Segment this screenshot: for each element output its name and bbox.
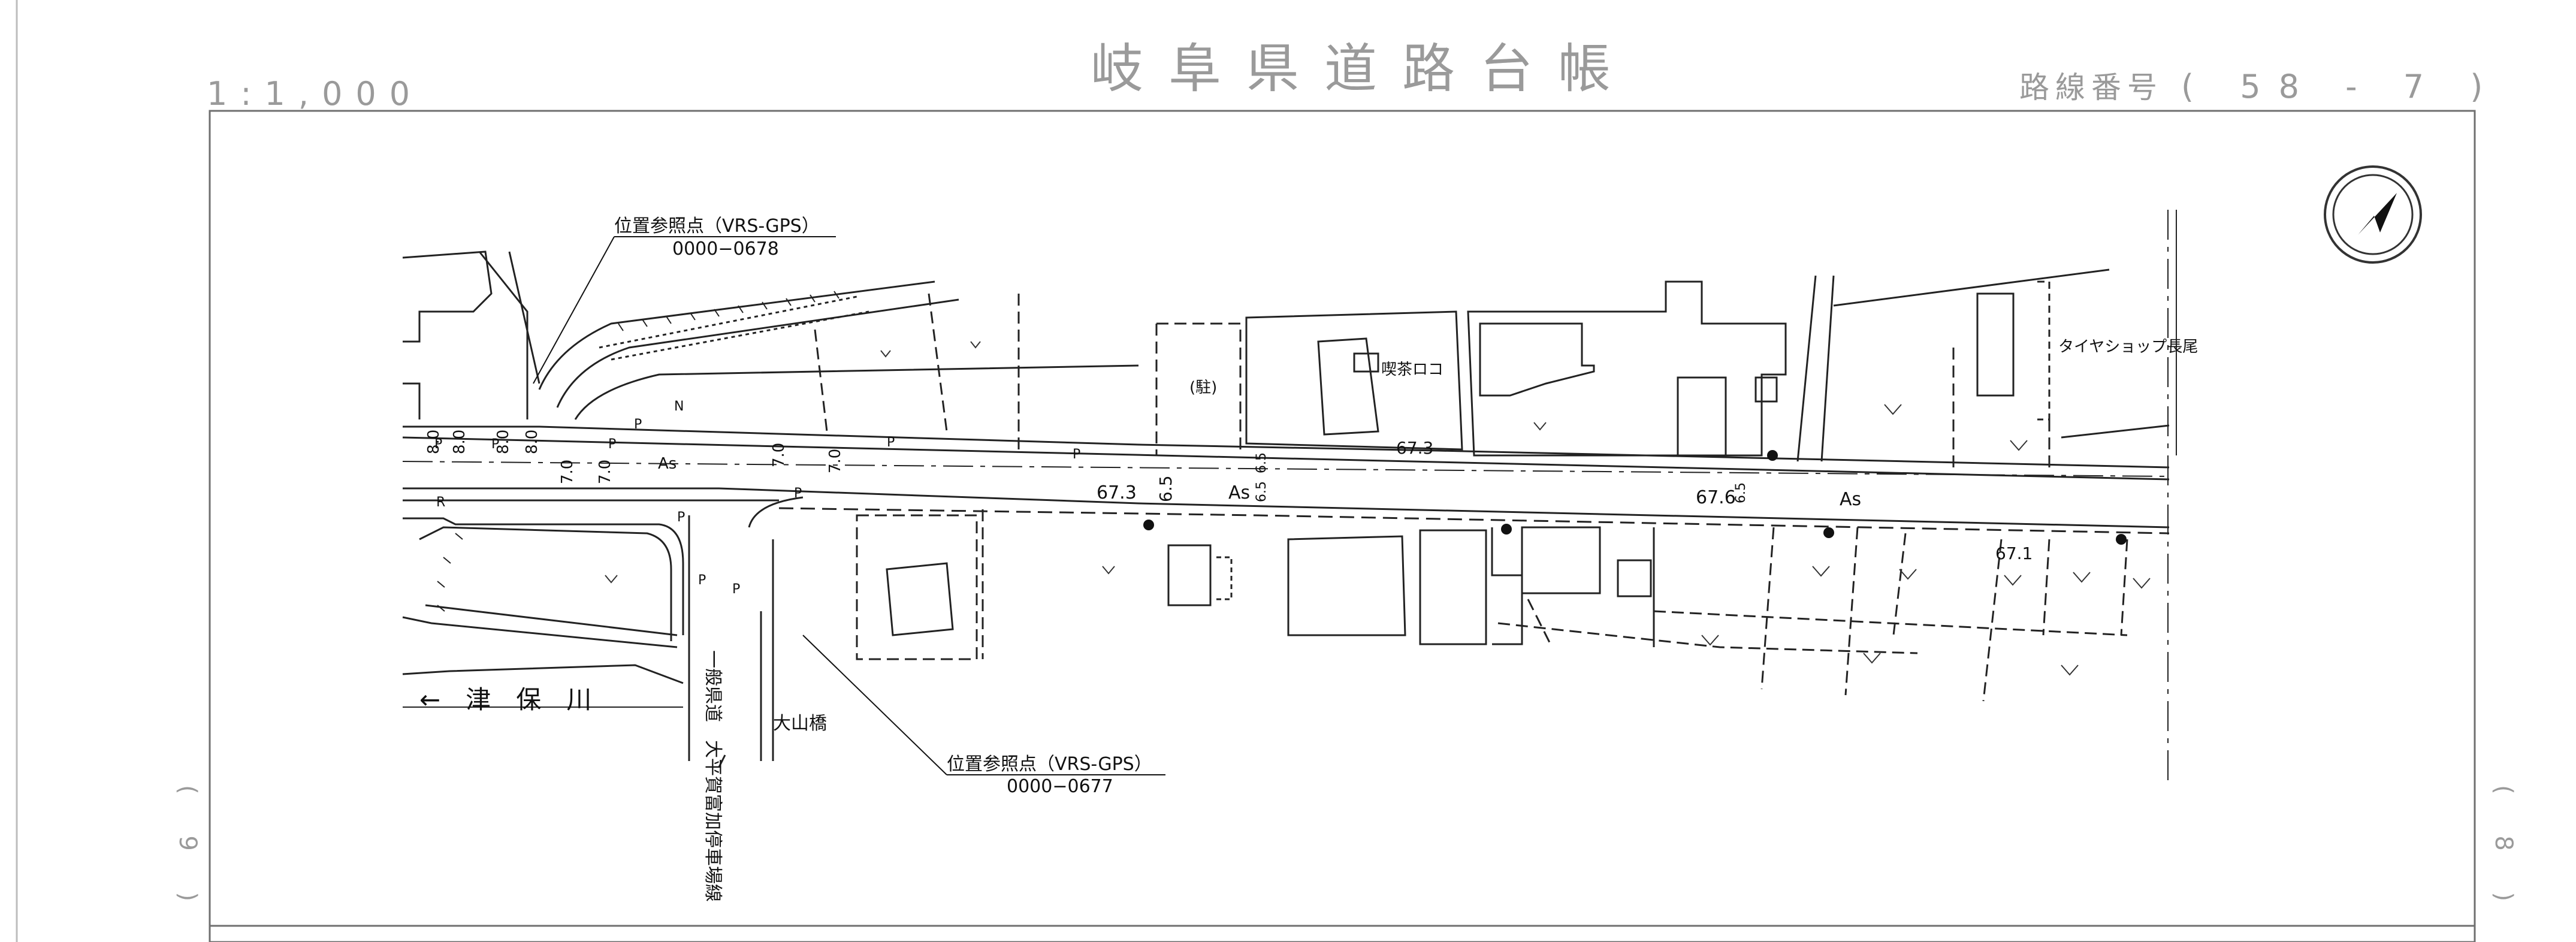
elevation-2: 67.3 [1097, 482, 1137, 503]
lane-width: 8.0 [425, 430, 443, 454]
lane-width: 6.5 [1734, 482, 1748, 503]
river-label: ← 津 保 川 [419, 685, 591, 714]
lane-width: 7.0 [558, 460, 576, 484]
wall-hatching [437, 291, 839, 612]
r-mark: R [436, 495, 445, 510]
left-sheet-link: ( 9 ) [174, 785, 201, 918]
right-sheet-link: ( 8 ) [2490, 785, 2517, 918]
road-symbols: P P P P P P P P P P R N [434, 399, 1080, 597]
surface-as-1: As [658, 455, 677, 473]
map-frame [209, 110, 2476, 942]
side-road-label: 一般県道 大平賀富加停車場線 [702, 650, 723, 902]
surface-as-2: As [1228, 482, 1250, 503]
lane-width: 8.0 [523, 430, 541, 454]
surface-as-3: As [1840, 489, 1861, 510]
reference-point-0678-title: 位置参照点（VRS-GPS） [614, 216, 820, 237]
parking-mark: P [1073, 447, 1080, 462]
lane-width: 6.5 [1254, 481, 1269, 502]
page-title: 岐阜県道路台帳 [1091, 38, 1636, 99]
parking-mark: P [732, 582, 740, 597]
parking-mark: P [698, 573, 706, 588]
reference-point-0677-title: 位置参照点（VRS-GPS） [947, 754, 1152, 775]
vegetation-marks [605, 341, 2151, 676]
route-number-value: ( 58 - 7 ) [2181, 68, 2500, 105]
elevation-3: 67.6 [1696, 487, 1736, 508]
reference-point-0678-code: 0000−0678 [672, 238, 779, 259]
lane-widths: 8.0 8.0 8.0 8.0 7.0 7.0 7.0 7.0 6.5 6.5 … [425, 430, 1748, 503]
parking-mark: P [434, 437, 442, 452]
parking-mark: P [677, 510, 685, 525]
parking-mark: P [794, 486, 802, 501]
lane-width: 7.0 [770, 443, 788, 467]
map-drawing [402, 210, 2177, 785]
parking-mark: P [887, 435, 895, 450]
route-number-label: 路線番号 [2019, 70, 2163, 105]
parking-mark: P [491, 437, 499, 452]
reference-point-0677: 位置参照点（VRS-GPS） 0000−0677 [802, 635, 1165, 797]
north-arrow-icon [2324, 165, 2422, 264]
lane-width: 7.0 [596, 460, 614, 484]
elevation-1: 67.3 [1396, 438, 1433, 458]
reference-point-0677-code: 0000−0677 [1007, 776, 1113, 797]
bridge-label: 大山橋 [773, 713, 827, 734]
lane-width: 7.0 [826, 449, 844, 473]
elevation-4: 67.1 [1995, 544, 2033, 563]
lane-width: 8.0 [451, 430, 469, 454]
reference-point-0678: 位置参照点（VRS-GPS） 0000−0678 [533, 216, 836, 384]
parking-label: (駐) [1189, 379, 1217, 397]
utility-poles [1143, 450, 2127, 545]
cafe-label: 喫茶ロコ [1381, 361, 1443, 379]
parking-mark: P [634, 417, 642, 432]
lane-width: 6.5 [1156, 475, 1176, 502]
lane-width: 6.5 [1254, 452, 1269, 473]
lane-width: 8.0 [494, 430, 512, 454]
tire-shop-label: タイヤショップ長尾 [2058, 338, 2198, 356]
n-mark: N [674, 399, 684, 414]
parking-mark: P [608, 437, 616, 452]
scale-label: 1:1,000 [207, 75, 423, 113]
